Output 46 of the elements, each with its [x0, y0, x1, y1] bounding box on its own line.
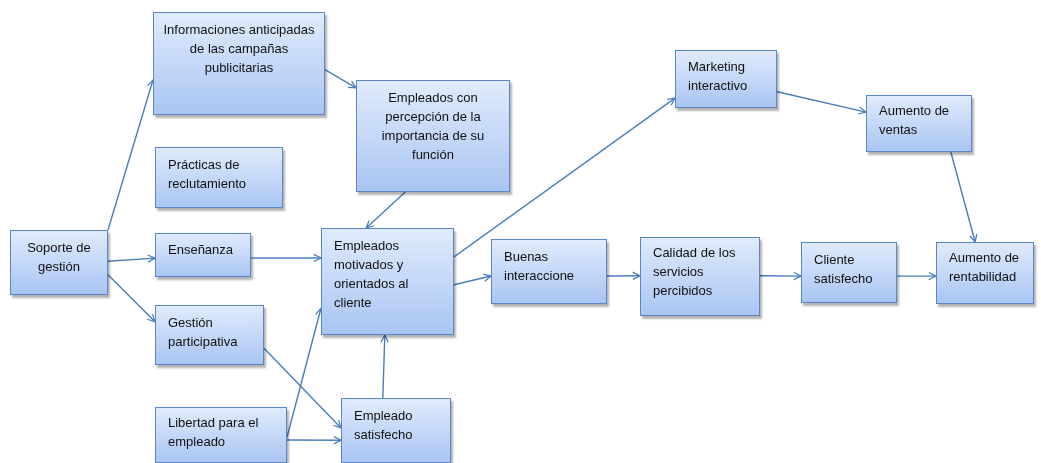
process-box	[341, 398, 451, 463]
process-box	[640, 237, 760, 316]
box-label: Soporte de gestión	[26, 239, 92, 276]
arrow	[286, 436, 342, 445]
box-label: Buenas interaccione	[504, 248, 576, 285]
box-label: Marketing interactivo	[688, 58, 749, 95]
arrow	[107, 79, 155, 231]
process-box	[155, 407, 287, 463]
process-box	[356, 80, 510, 192]
box-label: Libertad para el empleado	[168, 414, 260, 451]
box-label: Empleado satisfecho	[354, 407, 414, 444]
arrow	[324, 69, 357, 89]
arrow	[250, 253, 322, 263]
box-label: Aumento de rentabilidad	[949, 249, 1021, 286]
process-box	[491, 239, 607, 304]
arrow	[950, 151, 978, 243]
process-box	[153, 12, 325, 115]
box-label: Empleados motivados y orientados al cliente	[334, 237, 410, 312]
process-box	[155, 147, 283, 208]
arrow	[606, 271, 641, 280]
arrow	[263, 347, 342, 429]
box-label: Gestión participativa	[168, 314, 239, 351]
arrow	[107, 274, 156, 323]
process-box	[936, 242, 1034, 304]
box-label: Empleados con percepción de la importancia de su función	[380, 89, 486, 164]
box-label: Cliente satisfecho	[814, 251, 874, 288]
arrow	[896, 271, 937, 281]
process-box	[675, 50, 777, 108]
box-label: Aumento de ventas	[879, 102, 951, 139]
process-box	[321, 228, 454, 335]
process-box	[155, 233, 251, 277]
arrow	[107, 254, 156, 263]
arrow	[453, 97, 676, 258]
box-label: Informaciones anticipadas de las campañas publicitarias	[162, 21, 316, 77]
process-box	[801, 242, 897, 303]
process-box	[866, 95, 972, 152]
arrow	[380, 334, 389, 399]
arrow	[453, 273, 492, 286]
process-box	[10, 230, 108, 295]
arrow	[365, 191, 406, 229]
process-box	[155, 305, 264, 365]
arrow	[776, 91, 867, 115]
box-label: Prácticas de reclutamiento	[168, 156, 248, 193]
arrow	[759, 271, 802, 281]
box-label: Enseñanza	[168, 241, 235, 259]
box-label: Calidad de los servicios percibidos	[653, 244, 737, 300]
